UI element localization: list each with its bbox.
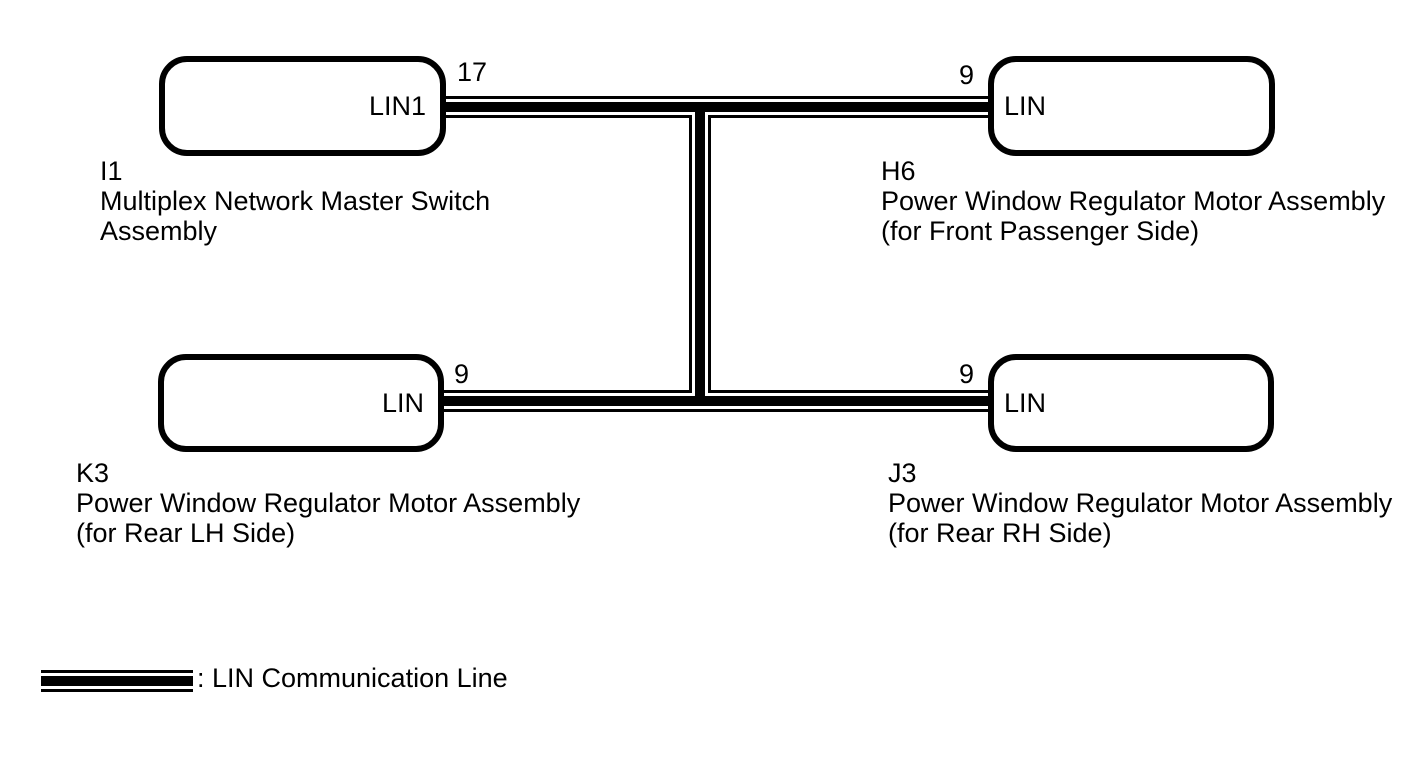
- port-label-lin1: LIN1: [368, 90, 426, 121]
- component-name-line: (for Front Passenger Side): [881, 216, 1200, 246]
- legend-label: : LIN Communication Line: [197, 663, 508, 693]
- component-box-i1: LIN1: [159, 56, 446, 156]
- component-name-line: Multiplex Network Master Switch: [100, 186, 491, 216]
- component-code: J3: [888, 458, 917, 488]
- port-label-lin: LIN: [1004, 90, 1047, 121]
- component-name-line: Power Window Regulator Motor Assembly: [881, 186, 1386, 216]
- junction-patch: [695, 390, 705, 406]
- component-box-j3: LIN: [988, 354, 1274, 452]
- lin-wire-trunk: [689, 118, 711, 390]
- junction-patch: [695, 102, 705, 118]
- pin-number-h6: 9: [959, 60, 975, 90]
- pin-number-i1: 17: [457, 57, 488, 87]
- port-label-lin: LIN: [381, 387, 424, 418]
- junction-patch: [705, 115, 708, 118]
- component-label-h6: H6 Power Window Regulator Motor Assembly…: [881, 156, 1385, 246]
- component-box-k3: LIN: [158, 354, 444, 452]
- pin-number-j3: 9: [959, 359, 975, 389]
- component-code: K3: [76, 458, 110, 488]
- component-label-i1: I1 Multiplex Network Master Switch Assem…: [100, 156, 490, 246]
- lin-wire-top: [446, 96, 988, 118]
- port-label-lin: LIN: [1004, 387, 1047, 418]
- component-name-line: (for Rear LH Side): [76, 518, 296, 548]
- junction-patch: [692, 115, 695, 118]
- component-box-h6: LIN: [988, 56, 1275, 156]
- junction-patch: [692, 390, 695, 393]
- junction-patch: [705, 390, 708, 393]
- component-name-line: (for Rear RH Side): [888, 518, 1112, 548]
- component-code: I1: [100, 156, 123, 186]
- legend-line-sample: [41, 670, 193, 692]
- component-name-line: Power Window Regulator Motor Assembly: [888, 488, 1393, 518]
- component-name-line: Assembly: [100, 216, 218, 246]
- component-name-line: Power Window Regulator Motor Assembly: [76, 488, 581, 518]
- component-code: H6: [881, 156, 916, 186]
- component-label-k3: K3 Power Window Regulator Motor Assembly…: [76, 458, 580, 548]
- lin-wire-bottom: [444, 390, 988, 412]
- component-label-j3: J3 Power Window Regulator Motor Assembly…: [888, 458, 1392, 548]
- pin-number-k3: 9: [454, 359, 470, 389]
